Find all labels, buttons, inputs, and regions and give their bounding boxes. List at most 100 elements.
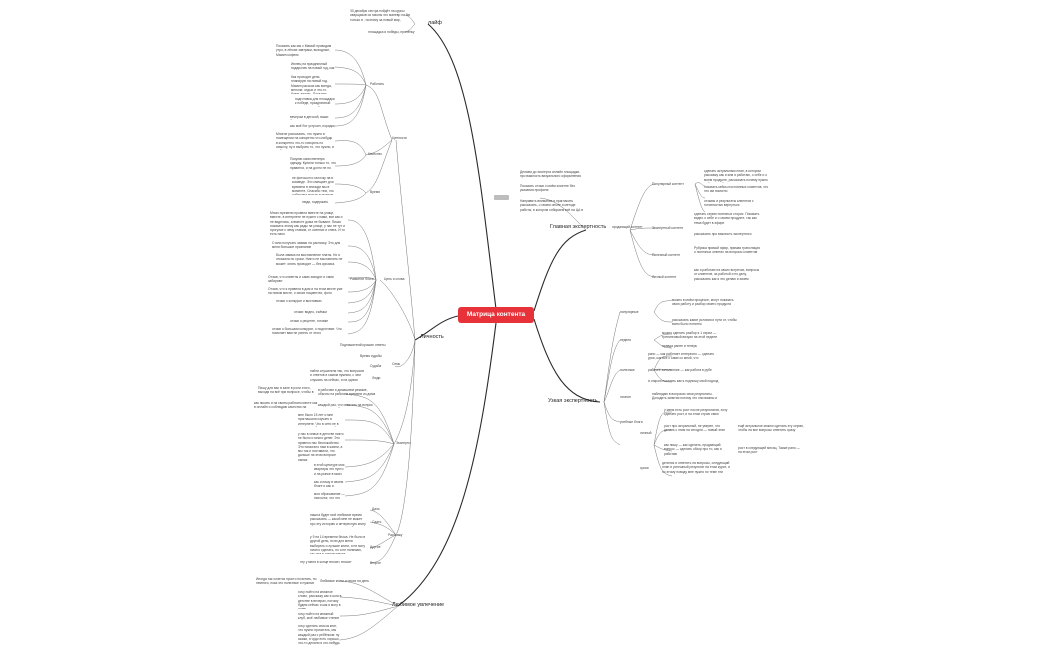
note: у 9 на 14 времени блока. Не было в друго… [310, 535, 366, 554]
label-poleznyy: Полезный контент [652, 253, 681, 257]
note: отзывы и результаты клиентов с готовност… [704, 199, 754, 208]
note: наблюдаю в вопросах свои результаты. Дох… [652, 392, 718, 401]
branch-lyubimoe[interactable]: Любимое увлечение [392, 602, 445, 608]
label-lichnyy: Личный контент [652, 275, 677, 279]
note: Показать отзыв о моём клиенте без указан… [520, 184, 575, 193]
note: мне было 15 лет и мне приглашали изучать… [298, 413, 345, 427]
note: я открою показать как я подношу свой под… [648, 379, 719, 383]
note: Как проходит день: планирую на новый год… [291, 75, 332, 94]
label-drugaya: Другие [370, 545, 381, 549]
note: рассказать про важность экспертного конт… [694, 232, 752, 237]
label-tsel: Цель и слова [384, 277, 405, 281]
note: в этой культуре моя квартиры это пусто и… [314, 463, 345, 477]
lyf-note-1: 30 декабря сестра пойдёт на курсы сварщи… [350, 9, 410, 22]
note: как пишу — как сделать, продающий вопрос… [664, 443, 722, 456]
note: отзыв о рецепте, готовке [290, 319, 329, 323]
note: сделать серию полезных сторис. Показать … [694, 212, 760, 225]
note: можно в моём процессе, могут показать св… [672, 298, 734, 307]
note: как я пишу в своем блоге и как я помогаю… [314, 480, 344, 489]
note: показать кейсы постоянных клиентов, что … [704, 185, 769, 194]
branch-lyf[interactable]: лайф [428, 20, 442, 26]
label-eksperty: Эксперты [396, 441, 411, 445]
note: можно сделать разбор я 1 серии — тренинг… [662, 331, 718, 340]
label-rabota: Работать [370, 82, 385, 86]
note: хочу пойти на книжное слово, расскажу ка… [298, 590, 342, 609]
note: Покупки качественную одежду. Купили толь… [290, 157, 336, 171]
branch-glavnaya[interactable]: Главная экспертность [550, 224, 607, 230]
note: эту у меня в конце вносит, вносит [300, 560, 352, 564]
branch-uzkaya[interactable]: Узкая экспертность [548, 398, 598, 404]
note: Рубрика прямой эфир, прямая трансляция о… [694, 246, 760, 255]
note: у меня есть рост после результатов, хочу… [664, 408, 728, 417]
root-node[interactable]: Матрица контента [458, 307, 534, 323]
note: Отзыв, что клиенты и сами заходят и сами… [268, 275, 334, 284]
label-uchebnye: учебные блоги [620, 420, 643, 424]
note: как я работаю на своих встречах, вопросы… [694, 268, 760, 281]
note: Много времени провели вместе на улице, в… [270, 211, 345, 235]
note: нашла будет моё любимое время рассказать… [310, 513, 366, 527]
label-populyarniy: Популярный контент [652, 182, 684, 186]
note: Направить внимание и пригласить рассказа… [520, 199, 584, 213]
note: ещё актуальное можно сделать эту серию, … [738, 424, 804, 433]
note: каждый раз, что ответить на вопрос клиен… [318, 403, 373, 408]
label-raskazhu: Расскажу [388, 533, 403, 537]
note: рост в следующей месяц. Также рано — на … [738, 446, 800, 455]
note: не фотошоп и галочку на в команде. Это с… [292, 176, 334, 195]
note: как моё бог устроил, порядок в квартире [290, 124, 335, 129]
note: рост про актуальный, не уверен, что дела… [664, 424, 726, 433]
note: Стали получать заявки на расписку. Это д… [272, 241, 341, 250]
label-sdat: Сдать [372, 520, 382, 524]
label-prodayushiy: продающий контент [612, 225, 643, 229]
note: вечером в детской, ваши будни, не пишу [290, 115, 329, 120]
note: рассказать какие условия и пути от, чтоб… [672, 318, 737, 327]
note: в рабочем и домашнем режиме, обычно на р… [318, 388, 376, 397]
note: Была заявка на выставление платы. Но я о… [276, 253, 343, 266]
note: делится и ответить на вопросы, следующий… [662, 461, 730, 474]
label-tsennosti: Ценности [392, 136, 407, 140]
note: люди, подержать вещи [302, 200, 329, 205]
note: у нас в семье в детстве никто не было и … [298, 432, 344, 461]
note: Иногда так хочется просто почитать, но н… [256, 577, 317, 586]
label-ekspertniy: Экспертный контент [652, 226, 684, 230]
label-vtoroe: Второе [370, 561, 381, 565]
label-lichnyy-u: личный [640, 431, 652, 435]
label-vremya: Время [370, 190, 380, 194]
note: Любимые книги и своих на день [320, 579, 370, 583]
note: Отзыв, что я привела в дом и на этом мес… [268, 287, 343, 296]
note: Июнец на праздничный подарочек на новый … [291, 62, 335, 71]
note: отзыв о большом конкурсе, о подготовке. … [272, 327, 342, 336]
note: хочу сделать список книг, что нужно проч… [298, 624, 340, 646]
note: как писать я на своем рабочем месте как … [254, 401, 318, 410]
note: Пишу для вас в зале в роли этого, выходя… [258, 386, 316, 395]
label-sem: Семь [392, 362, 401, 366]
label-nedeleya: неделя [620, 338, 631, 342]
note: найти слушателя так, что вопросов и отве… [310, 369, 364, 383]
lyf-note-2: площадка и победы, пролёнку семья [368, 30, 415, 35]
note: рано — как работает интересно — сделать … [648, 352, 715, 361]
note-tag [494, 195, 509, 200]
note: отзыв: видео, съёмки [294, 310, 327, 314]
label-dal: Даль [372, 507, 380, 511]
label-poleznye: полезные [620, 368, 635, 372]
note: Делаем до эксперта онлайн площадки, про … [520, 170, 581, 179]
note: рабочее заполнение — как работа в рубе [648, 368, 712, 372]
label-lyudi: Люди [372, 376, 381, 380]
label-srok: сроки [640, 466, 649, 470]
note: подготовка для площадки к победе, праздн… [295, 97, 335, 107]
note: моя образование — психолог, что это для … [314, 492, 345, 501]
label-kachestvo: Качество [368, 152, 382, 156]
note: отзыв о конкурсе и выставках [276, 299, 322, 303]
note: Показать как мы с Мамой проводим утро, в… [276, 44, 332, 57]
note: правда ранее и теперь [662, 344, 698, 348]
note: хочу пойти на книжный клуб, моё любимое … [298, 612, 340, 621]
label-lichnoe: личное [620, 395, 631, 399]
label-razvitie: Развитие блога [350, 277, 374, 281]
label-vremya-sudby: Время судьбы [360, 354, 382, 358]
label-populyarn: популярные [620, 310, 639, 314]
note: сделать актуальным план, в котором расск… [704, 169, 768, 183]
label-khoroshie: Хорошие ответы [360, 343, 386, 347]
label-podpis: Подпишитесь [340, 343, 361, 347]
branch-lichnost[interactable]: Личность [420, 334, 444, 340]
label-sudba: Судьба [370, 364, 382, 368]
